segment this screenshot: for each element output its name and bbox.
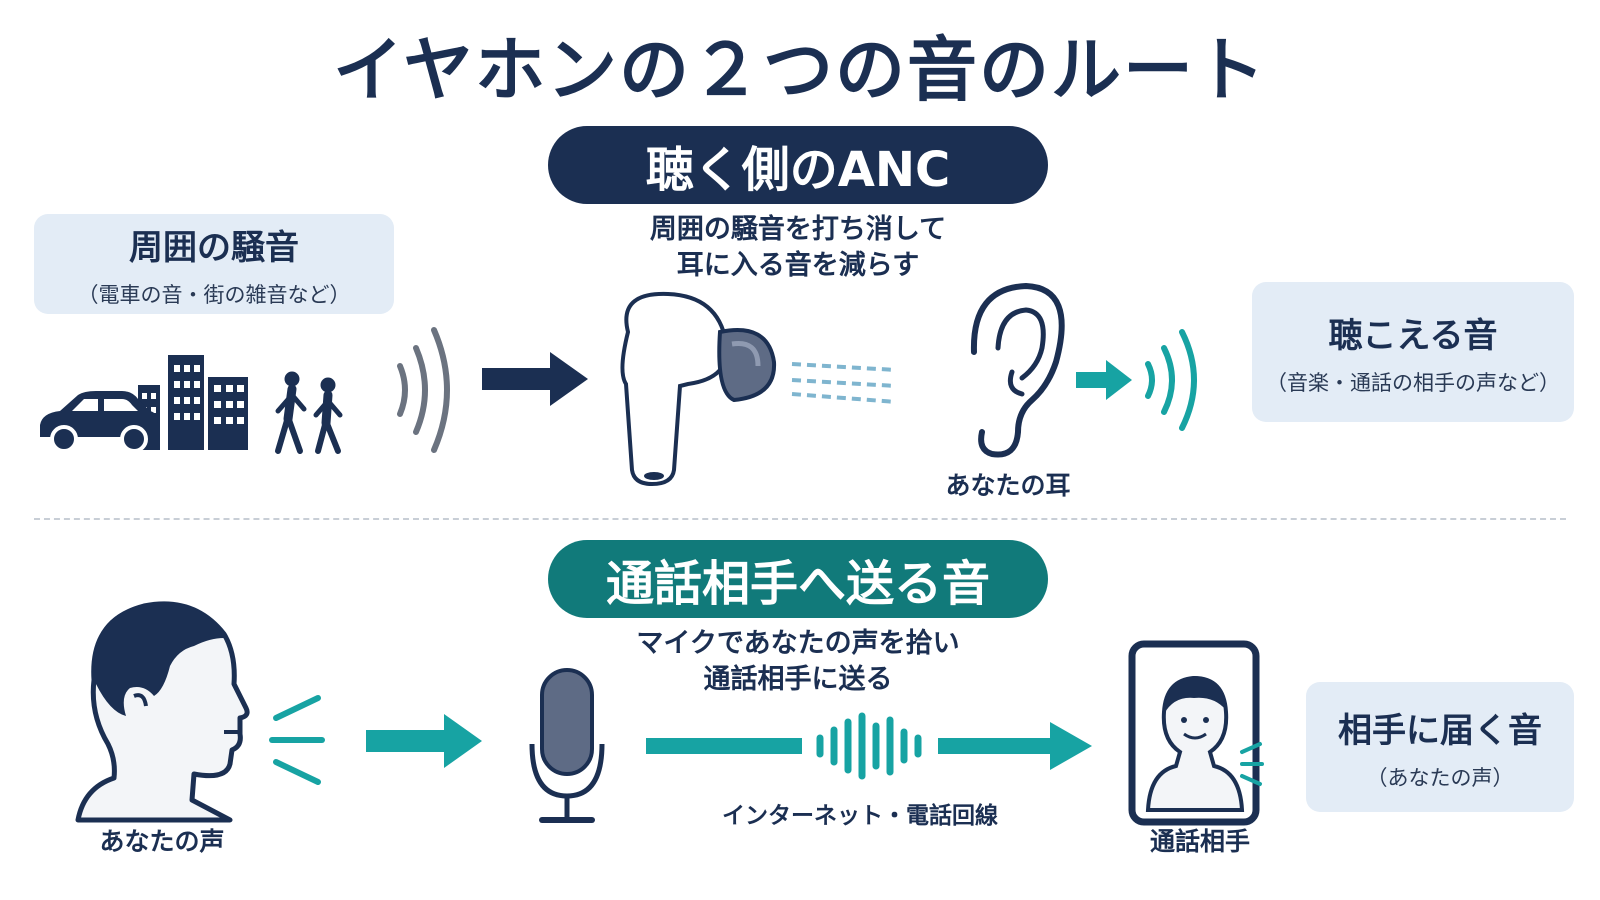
reduced-sound-lines-icon [791, 362, 897, 404]
navy-arrow-icon [482, 352, 588, 406]
section-divider [34, 518, 1566, 520]
call-caption-line2: 通話相手に送る [703, 664, 893, 695]
heard-sound-wave-icon [1076, 329, 1197, 431]
call-partner-label: 通話相手 [1149, 827, 1250, 856]
received-sound-box: 相手に届く音 （あなたの声） [1306, 682, 1574, 812]
your-voice-label: あなたの声 [99, 827, 225, 856]
call-section-pill: 通話相手へ送る音 [548, 540, 1048, 618]
call-partner-phone-icon [1128, 640, 1264, 826]
teal-arrow-icon [366, 714, 482, 768]
ambient-noise-title: 周囲の騒音 [129, 227, 299, 268]
voice-lines-icon [269, 695, 325, 785]
anc-section-pill: 聴く側のANC [548, 126, 1048, 204]
network-label: インターネット・電話回線 [722, 803, 998, 829]
heard-sound-box: 聴こえる音 （音楽・通話の相手の声など） [1252, 282, 1574, 422]
ambient-noise-box: 周囲の騒音 （電車の音・街の雑音など） [34, 214, 394, 314]
city-noise-icon [40, 355, 343, 454]
transmission-wave-icon [646, 712, 1092, 780]
noise-wave-icon [397, 327, 450, 453]
anc-caption: 周囲の騒音を打ち消して 耳に入る音を減らす [548, 212, 1048, 284]
heard-sound-sub: （音楽・通話の相手の声など） [1266, 370, 1560, 395]
page-title: イヤホンの２つの音のルート [333, 29, 1267, 111]
anc-caption-line2: 耳に入る音を減らす [676, 250, 920, 281]
ambient-noise-sub: （電車の音・街の雑音など） [77, 282, 351, 307]
heard-sound-title: 聴こえる音 [1328, 315, 1498, 356]
received-sound-sub: （あなたの声） [1366, 765, 1514, 790]
ear-label: あなたの耳 [945, 471, 1071, 500]
ear-icon [970, 282, 1065, 458]
microphone-icon [529, 668, 605, 823]
speaking-person-icon [75, 601, 250, 823]
anc-caption-line1: 周囲の騒音を打ち消して [649, 214, 947, 245]
earbud-icon [620, 291, 777, 487]
call-caption-line1: マイクであなたの声を拾い [636, 628, 960, 659]
call-caption: マイクであなたの声を拾い 通話相手に送る [548, 626, 1048, 698]
received-sound-title: 相手に届く音 [1338, 710, 1542, 751]
